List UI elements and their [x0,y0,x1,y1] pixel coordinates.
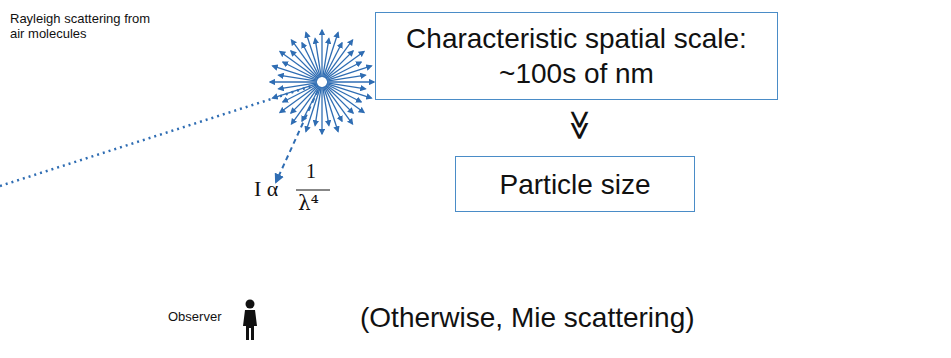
box-text: Particle size [500,167,651,202]
scatter-ray [326,51,354,79]
scatter-ray [279,83,318,89]
scale-box: Characteristic spatial scale: ~100s of n… [375,12,778,100]
scatter-ray [270,81,317,82]
scatter-ray [323,87,329,126]
scatter-ray [321,30,322,77]
scatter-ray [327,81,374,82]
scatter-ray [280,51,318,79]
scatter-ray [324,43,342,78]
scatter-ray [324,87,339,132]
formula-numerator: 1 [306,160,316,183]
scatter-ray [326,84,361,102]
observed-ray [276,90,318,182]
particle-size-box: Particle size [455,156,695,212]
scatter-burst [270,30,374,134]
observer-figure [243,300,257,341]
mie-note: (Otherwise, Mie scattering) [360,302,695,334]
scatter-ray [326,86,354,114]
much-greater-symbol: ≫ [562,110,597,141]
box-text: Characteristic spatial scale: ~100s of n… [390,21,763,91]
scatter-ray [326,85,364,113]
incident-ray [0,84,318,186]
scatter-ray [327,66,372,81]
scatter-ray [306,33,321,78]
scatter-ray [315,39,321,78]
observer-label: Observer [168,310,221,325]
formula-denominator: λ⁴ [298,192,319,215]
fraction-bar [296,189,330,190]
formula-lhs: I α [254,176,278,201]
scatter-ray [325,40,353,78]
scatter-ray [327,75,366,81]
scatter-ray [291,51,319,79]
scatter-ray [273,84,318,99]
scatter-ray [283,62,318,80]
illustration-caption: Rayleigh scattering from air molecules [10,12,160,42]
scatter-ray [321,87,322,134]
